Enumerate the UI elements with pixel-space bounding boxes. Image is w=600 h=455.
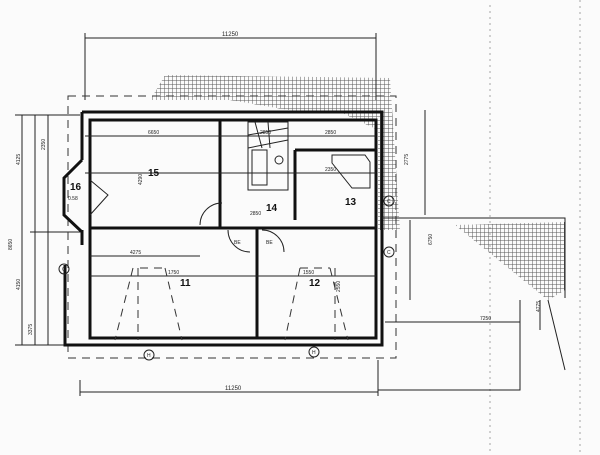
svg-text:2775: 2775	[404, 154, 410, 165]
svg-text:C: C	[387, 199, 391, 205]
svg-text:H: H	[147, 353, 151, 359]
room-16-area: 0.58	[68, 196, 78, 202]
room-12: 12	[309, 278, 321, 289]
svg-text:4125: 4125	[16, 154, 22, 165]
room-14: 14	[266, 203, 278, 214]
door-swing-16	[89, 179, 109, 216]
exterior-wall	[63, 110, 384, 347]
dim-room15-height: 4290	[138, 174, 144, 185]
svg-text:4775: 4775	[536, 301, 542, 312]
slope-lines-11	[114, 267, 183, 341]
scan-fold-lines	[489, 0, 581, 455]
dim-room12-height: 2550	[336, 281, 342, 292]
dim-room11-depth: 1750	[168, 270, 179, 276]
door-swing-15	[199, 202, 223, 226]
svg-text:6750: 6750	[428, 234, 434, 245]
roof-hatch-top	[150, 75, 400, 230]
axis-marker-h-1: H	[143, 349, 155, 361]
dim-room14-width: 2850	[250, 211, 261, 217]
axis-marker-c-right: C C	[383, 195, 395, 258]
room-16: 16	[70, 182, 82, 193]
svg-text:11250: 11250	[225, 386, 242, 392]
room-15: 15	[148, 168, 160, 179]
room-13: 13	[345, 197, 357, 208]
svg-text:H: H	[312, 350, 316, 356]
axis-marker-h-2: H	[308, 346, 320, 358]
door-swing-12	[261, 229, 285, 253]
dim-room12-depth: 1550	[303, 270, 314, 276]
be-label-1: BE	[234, 240, 241, 246]
dim-bath-width: 2350	[325, 167, 336, 173]
svg-text:3375: 3375	[28, 324, 34, 335]
extension-outline: 7250 6750 4775 2775	[378, 110, 566, 391]
bay-window-16	[62, 158, 84, 234]
dimension-top: 11250	[84, 32, 377, 100]
be-label-2: BE	[266, 240, 273, 246]
roof-hatch-right	[455, 222, 565, 300]
interior-walls	[88, 118, 378, 340]
bathtub	[331, 154, 371, 189]
dimension-bottom: 11250	[79, 360, 379, 396]
room-11: 11	[180, 278, 191, 289]
dim-upper-right: 2850	[325, 130, 336, 136]
svg-text:8650: 8650	[8, 239, 14, 250]
svg-text:11250: 11250	[222, 32, 239, 38]
dimension-left: 8650 4125 4150 3375 2350	[8, 114, 80, 346]
svg-text:4150: 4150	[16, 279, 22, 290]
svg-text:2350: 2350	[41, 139, 47, 150]
dim-stair-width: 2850	[260, 130, 271, 136]
svg-text:7250: 7250	[480, 316, 491, 322]
dim-room15-width: 6650	[148, 130, 159, 136]
axis-marker-c-left: C	[58, 263, 70, 275]
svg-text:C: C	[387, 250, 391, 256]
staircase	[247, 121, 289, 191]
dim-room11-width: 4275	[130, 250, 141, 256]
door-swing-11	[227, 229, 251, 253]
svg-text:C: C	[62, 267, 66, 273]
